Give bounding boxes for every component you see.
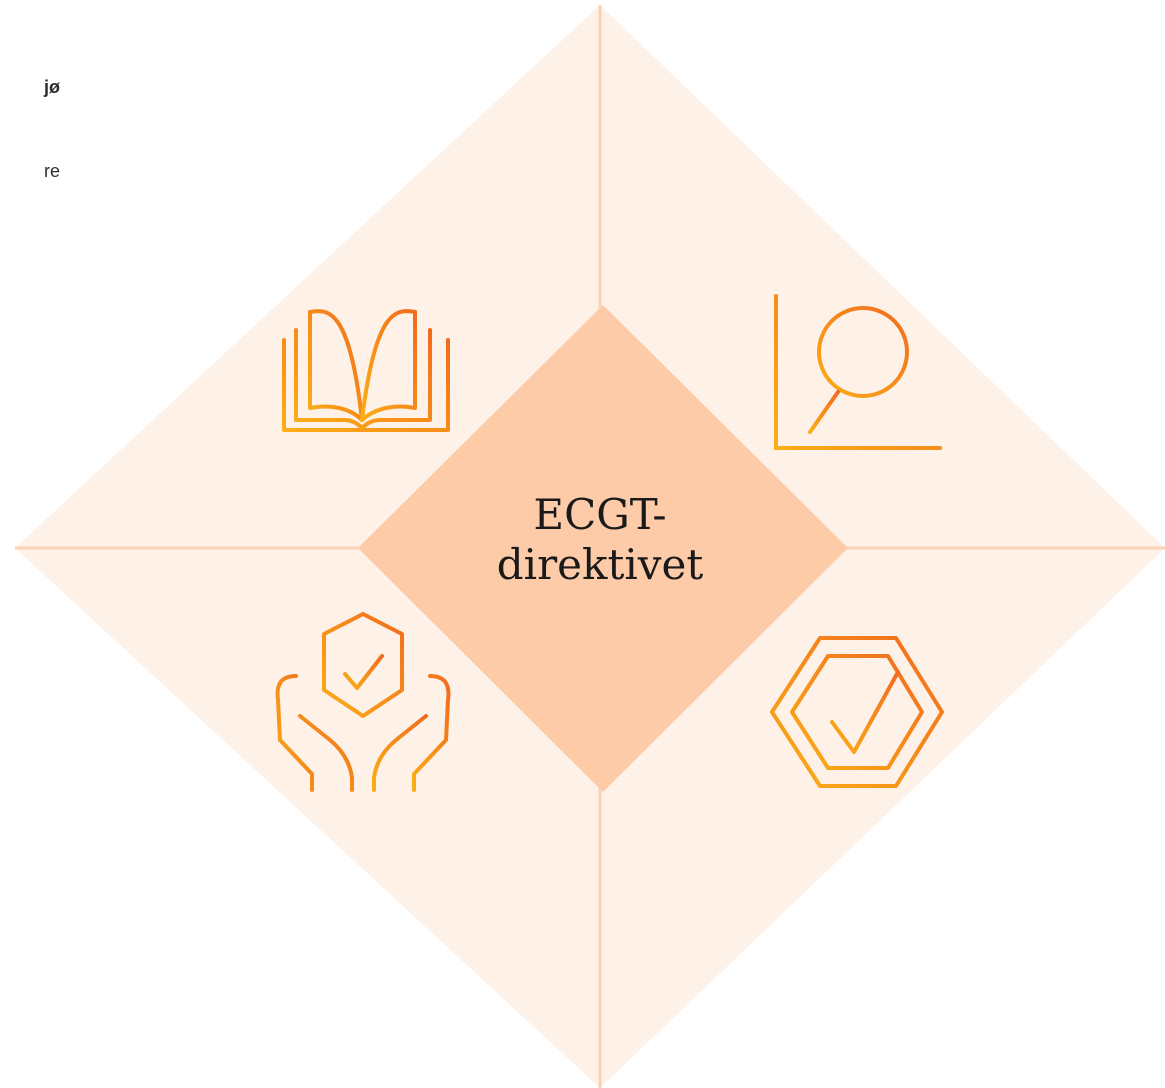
center-label-line1: ECGT- [533, 490, 667, 539]
cropped-heading-text: jø [0, 75, 60, 99]
center-label: ECGT- direktivet [450, 490, 750, 590]
cropped-body-line: re [43, 161, 60, 181]
cropped-heading-line: jø [44, 77, 60, 97]
hexagon-check-icon [770, 636, 944, 788]
data-analysis-icon [774, 294, 942, 450]
hands-shield-icon [275, 612, 451, 792]
book-icon [282, 309, 450, 432]
center-label-line2: direktivet [496, 540, 704, 589]
cropped-body-text: re [0, 159, 60, 183]
center-diamond [358, 305, 848, 792]
